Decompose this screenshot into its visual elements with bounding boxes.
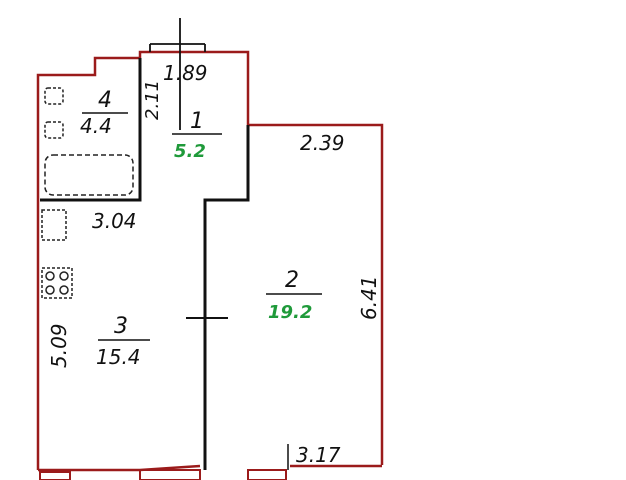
- inner-walls: [40, 58, 250, 470]
- bathtub-icon: [44, 154, 134, 196]
- entrance-door: [149, 18, 206, 130]
- room-1-number: 1: [190, 109, 204, 134]
- dim-6-41: 6.41: [357, 275, 381, 320]
- bathroom-fixtures: [44, 87, 64, 139]
- dim-5-09: 5.09: [47, 323, 71, 368]
- room-2-area: 19.2: [268, 302, 312, 323]
- room-4-area: 4.4: [80, 114, 112, 138]
- room-3-label: 3 15.4: [96, 314, 150, 369]
- window-right: [247, 469, 287, 480]
- corridor-wall: [203, 125, 250, 470]
- room-1-area: 5.2: [174, 141, 206, 162]
- room-2-number: 2: [285, 268, 299, 293]
- kitchen-fixtures: [41, 209, 73, 299]
- dim-2-11: 2.11: [142, 80, 163, 120]
- dimension-labels: 1.89 2.11 2.39 3.04 6.41 5.09 3.17: [47, 61, 381, 470]
- kitchen-sink-icon: [41, 209, 67, 241]
- room-3-area: 15.4: [96, 345, 141, 369]
- toilet-icon: [44, 87, 64, 105]
- room-3-number: 3: [114, 314, 128, 339]
- dim-3-17: 3.17: [296, 443, 341, 467]
- room-2-label: 2 19.2: [266, 268, 322, 323]
- room-4-number: 4: [98, 88, 112, 113]
- room-1-label: 1 5.2: [172, 109, 222, 162]
- room-4-label: 4 4.4: [80, 88, 128, 138]
- window-left: [39, 471, 71, 480]
- dim-3-04: 3.04: [92, 209, 137, 233]
- dim-1-89: 1.89: [163, 61, 208, 85]
- window-middle: [139, 469, 201, 480]
- dim-2-39: 2.39: [300, 131, 345, 155]
- bottom-windows: [39, 469, 287, 480]
- bath-partition: [40, 58, 142, 202]
- sink-icon: [44, 121, 64, 139]
- outer-wall-left-top: [36, 50, 384, 470]
- stove-icon: [41, 267, 73, 299]
